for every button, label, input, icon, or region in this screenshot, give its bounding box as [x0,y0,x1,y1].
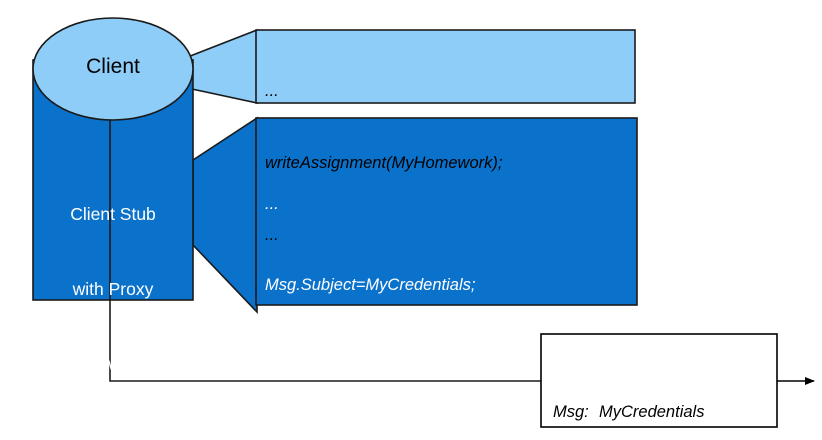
stub-code-callout-box [255,117,638,306]
stub-to-message-connector [109,300,541,382]
stub-code-callout-tail [192,116,258,314]
application-code-callout-box [255,29,636,104]
message-box [540,333,778,428]
client-ellipse [32,17,194,121]
